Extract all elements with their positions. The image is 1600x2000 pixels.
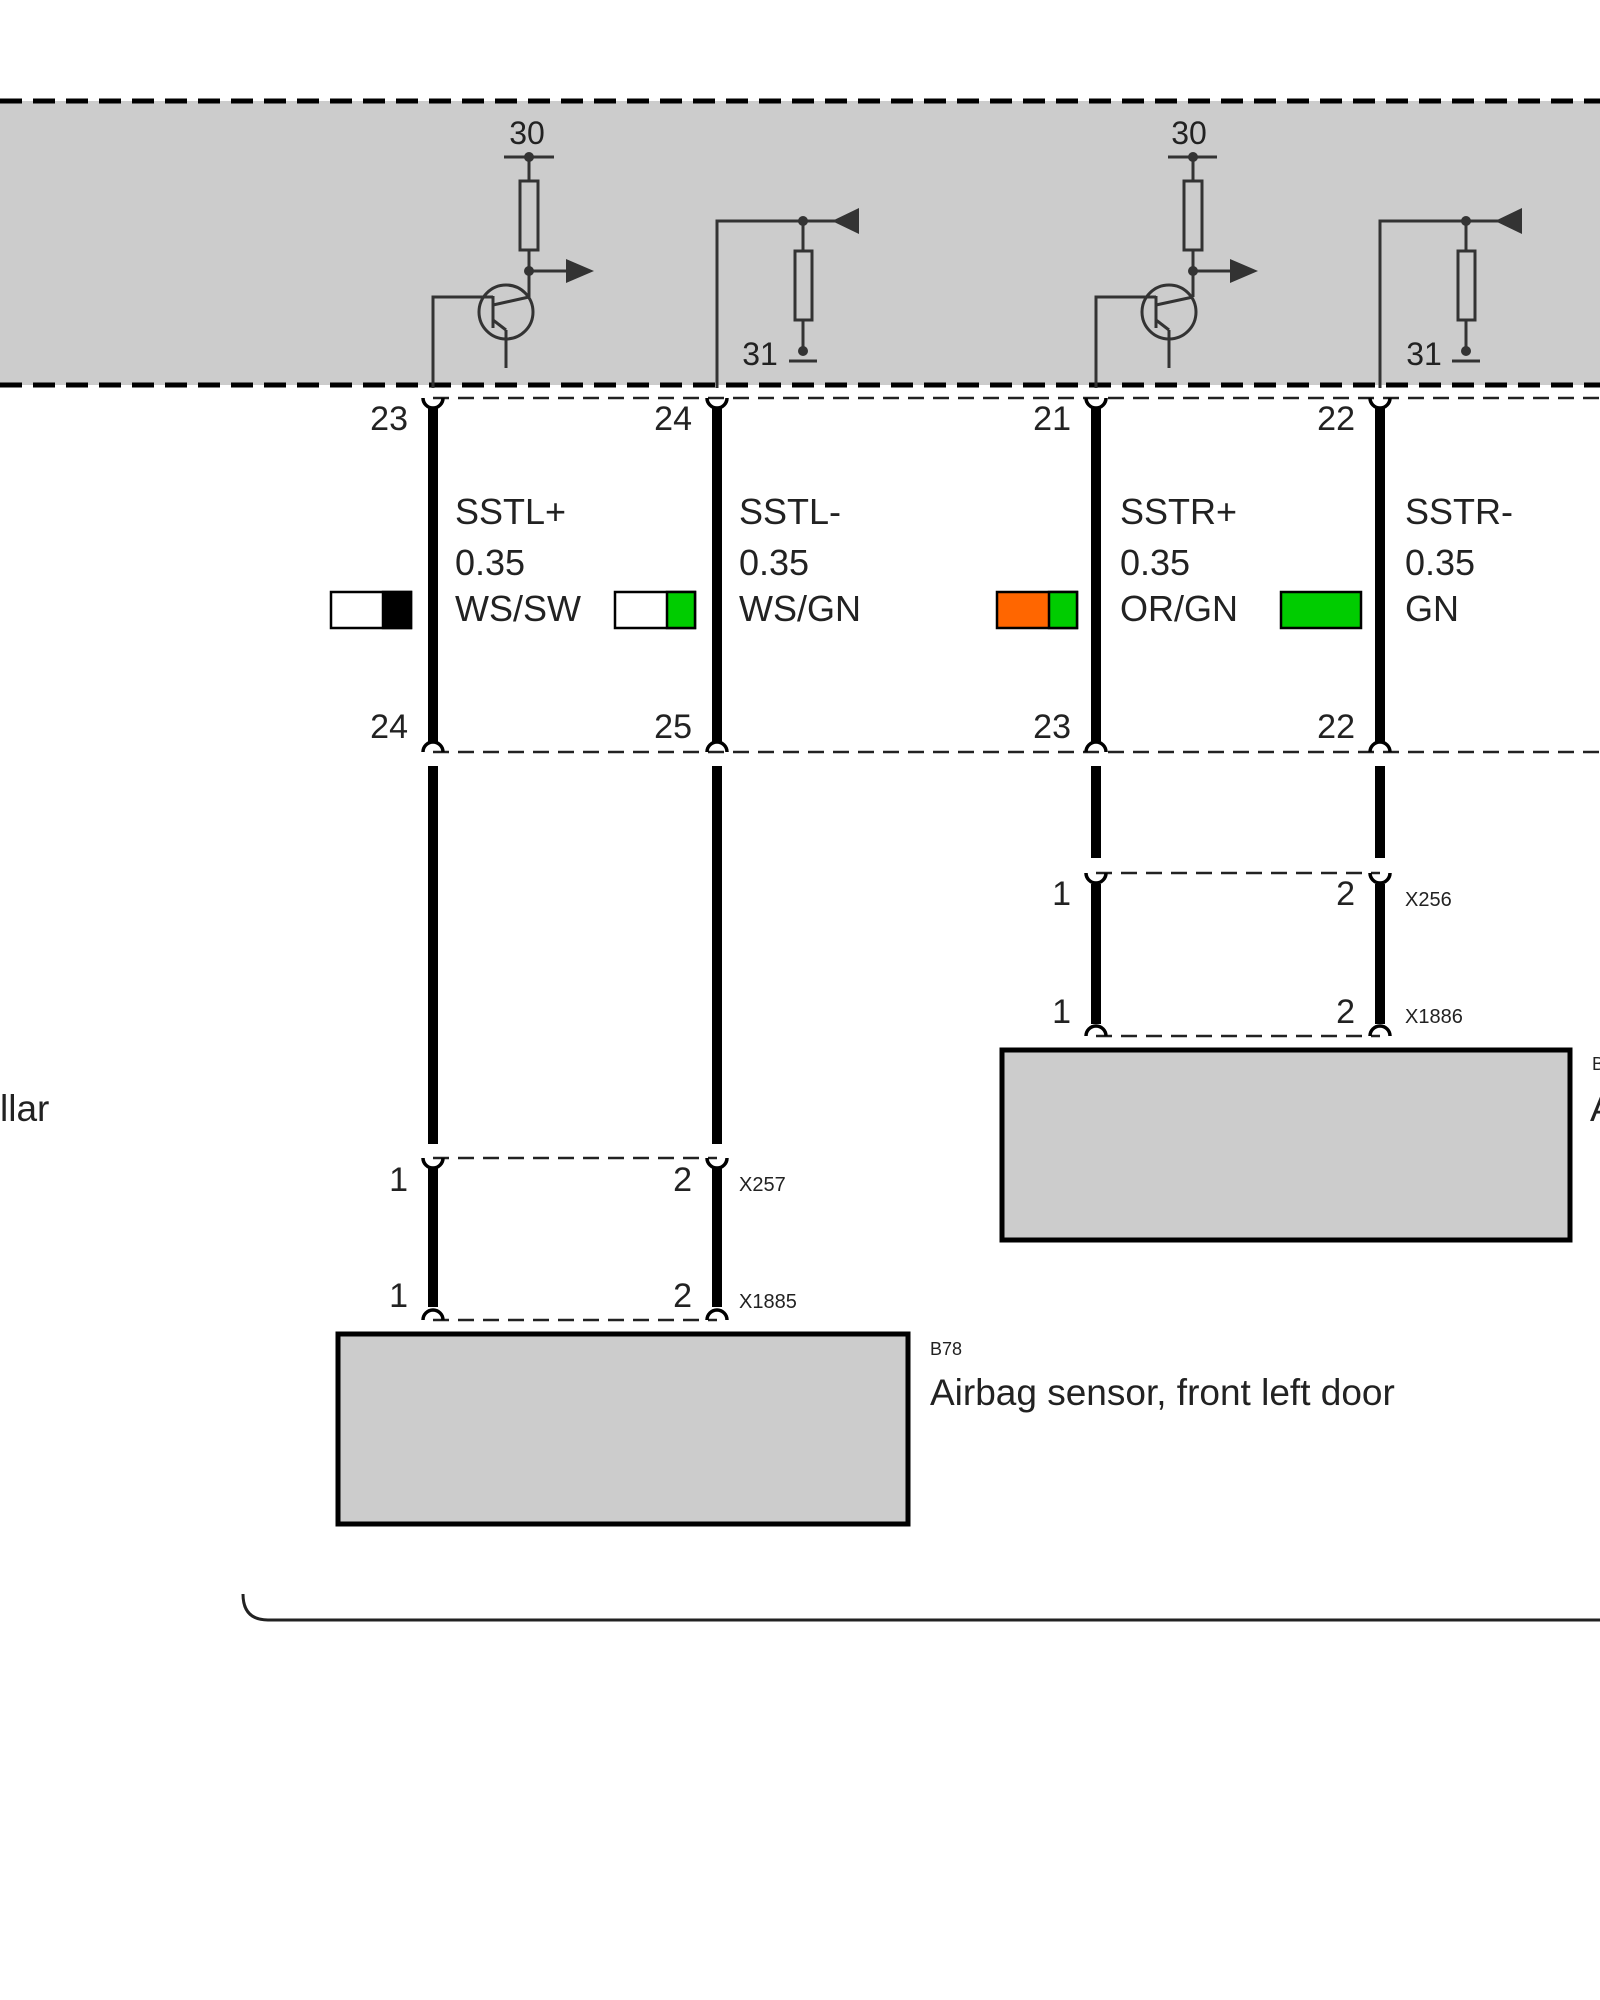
pin-number: 24 bbox=[654, 400, 692, 438]
transistor-emitter-left bbox=[492, 318, 507, 332]
pin-number: 2 bbox=[673, 1161, 692, 1199]
wire-signal-name: SSTR- bbox=[1405, 491, 1513, 532]
pulldown-lead-right bbox=[1378, 219, 1466, 388]
socket-23-mid bbox=[1084, 740, 1108, 753]
pin-number: 1 bbox=[1052, 993, 1071, 1031]
wire-signal-name: SSTL+ bbox=[455, 491, 566, 532]
connector-label-x1885: X1885 bbox=[739, 1291, 797, 1313]
pin-number: 2 bbox=[1336, 993, 1355, 1031]
component-right-code: B bbox=[1592, 1054, 1600, 1074]
pin-sockets bbox=[421, 397, 1392, 1321]
component-right: B A bbox=[999, 1047, 1600, 1243]
socket-21-top bbox=[1084, 397, 1108, 410]
component-right-name: A bbox=[1590, 1088, 1600, 1129]
pin-number: 2 bbox=[673, 1277, 692, 1315]
connector-label-x1886: X1886 bbox=[1405, 1006, 1463, 1028]
wire-color-code: GN bbox=[1405, 588, 1459, 629]
pin-number: 1 bbox=[389, 1161, 408, 1199]
transistor-emitter-right bbox=[1155, 318, 1170, 332]
wire-color-code: OR/GN bbox=[1120, 588, 1238, 629]
component-b78-name: Airbag sensor, front left door bbox=[930, 1372, 1395, 1413]
wire-cross-section: 0.35 bbox=[1405, 542, 1475, 583]
output-stage-right: 30 bbox=[1094, 115, 1258, 388]
socket-22-top bbox=[1368, 397, 1392, 410]
pin-number: 22 bbox=[1317, 708, 1355, 746]
connector-labels: X256 X1886 X257 X1885 bbox=[739, 889, 1463, 1313]
socket-x1885-2 bbox=[705, 1308, 729, 1321]
base-lead-left bbox=[431, 295, 493, 388]
base-lead-right bbox=[1094, 295, 1156, 388]
swatch-gn bbox=[1279, 590, 1363, 630]
wire-signal-name: SSTR+ bbox=[1120, 491, 1237, 532]
socket-x1886-2 bbox=[1368, 1024, 1392, 1037]
wire-signal-name: SSTL- bbox=[739, 491, 841, 532]
swatch-or-gn-stripe bbox=[1047, 590, 1079, 630]
ground-node-right bbox=[1461, 346, 1471, 356]
transistor-collector-left bbox=[492, 295, 530, 307]
socket-x257-1 bbox=[421, 1157, 445, 1170]
component-b78-body bbox=[335, 1331, 911, 1527]
pin-number: 2 bbox=[1336, 875, 1355, 913]
transistor-collector-right bbox=[1155, 295, 1194, 307]
grouping-bracket bbox=[241, 1593, 1600, 1622]
pulldown-right: 31 bbox=[1378, 208, 1522, 388]
pin-number: 23 bbox=[1033, 708, 1071, 746]
socket-x256-2 bbox=[1368, 872, 1392, 885]
input-arrow-right bbox=[1495, 208, 1522, 234]
control-unit: 30 31 bbox=[0, 98, 1600, 388]
pin-number: 24 bbox=[370, 708, 408, 746]
ground-node-left bbox=[798, 346, 808, 356]
ground-31-label-left: 31 bbox=[742, 336, 778, 372]
socket-x1885-1 bbox=[421, 1308, 445, 1321]
pin-numbers: 23 24 21 22 24 25 23 22 1 2 1 2 1 2 1 2 bbox=[370, 400, 1355, 1315]
input-arrow-left bbox=[832, 208, 859, 234]
pin-number: 22 bbox=[1317, 400, 1355, 438]
component-right-body bbox=[999, 1047, 1573, 1243]
output-arrow-right bbox=[1230, 259, 1258, 283]
pulldown-lead-left bbox=[715, 219, 803, 388]
connector-label-x256: X256 bbox=[1405, 889, 1452, 911]
connector-outlines bbox=[433, 396, 1600, 1322]
pin-number: 23 bbox=[370, 400, 408, 438]
component-left: B78 Airbag sensor, front left door bbox=[335, 1331, 1395, 1527]
socket-25-mid bbox=[705, 740, 729, 753]
pin-number: 25 bbox=[654, 708, 692, 746]
wire-cross-section: 0.35 bbox=[739, 542, 809, 583]
pulldown-left: 31 bbox=[715, 208, 859, 388]
output-stage-left: 30 bbox=[431, 115, 594, 388]
socket-22-mid bbox=[1368, 740, 1392, 753]
output-arrow-left bbox=[566, 259, 594, 283]
pin-number: 1 bbox=[1052, 875, 1071, 913]
wire-cross-section: 0.35 bbox=[1120, 542, 1190, 583]
swatch-ws-sw-stripe bbox=[381, 590, 413, 630]
socket-x257-2 bbox=[705, 1157, 729, 1170]
pin-number: 21 bbox=[1033, 400, 1071, 438]
wire-color-swatches bbox=[329, 590, 1363, 630]
wire-color-code: WS/GN bbox=[739, 588, 861, 629]
wire-color-code: WS/SW bbox=[455, 588, 581, 629]
wire-cross-section: 0.35 bbox=[455, 542, 525, 583]
socket-x256-1 bbox=[1084, 872, 1108, 885]
supply-30-label-right: 30 bbox=[1171, 115, 1207, 151]
edge-text-left: llar bbox=[0, 1088, 49, 1129]
wire-labels: SSTL+ 0.35 WS/SW SSTL- 0.35 WS/GN SSTR+ … bbox=[455, 491, 1513, 629]
control-unit-body bbox=[0, 101, 1600, 385]
socket-23-top bbox=[421, 397, 445, 410]
swatch-ws-gn-stripe bbox=[665, 590, 697, 630]
supply-30-label-left: 30 bbox=[509, 115, 545, 151]
socket-x1886-1 bbox=[1084, 1024, 1108, 1037]
pin-number: 1 bbox=[389, 1277, 408, 1315]
connector-label-x257: X257 bbox=[739, 1174, 786, 1196]
wires bbox=[428, 408, 1385, 1307]
component-b78-code: B78 bbox=[930, 1339, 962, 1359]
ground-31-label-right: 31 bbox=[1406, 336, 1442, 372]
socket-24-top bbox=[705, 397, 729, 410]
socket-24-mid bbox=[421, 740, 445, 753]
